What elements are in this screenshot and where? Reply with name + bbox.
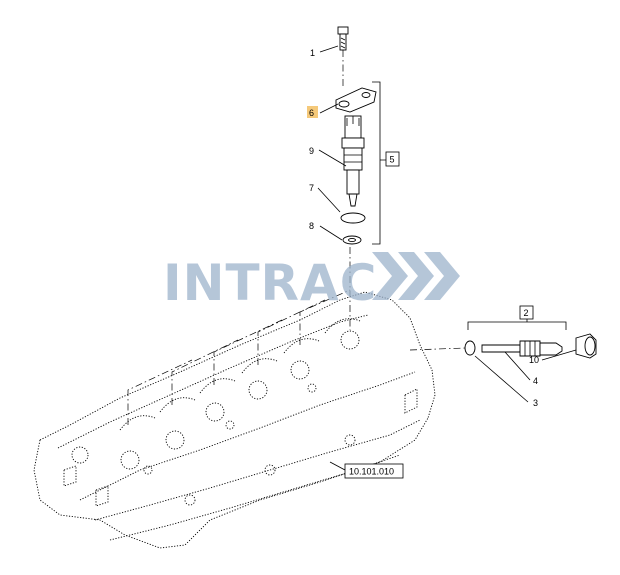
callout-3: 3 — [533, 398, 538, 408]
connector-assembly — [464, 333, 597, 359]
o-ring-part — [340, 212, 366, 224]
svg-text:10.101.010: 10.101.010 — [349, 467, 394, 477]
watermark-text: INTRAC — [163, 254, 377, 312]
callout-9: 9 — [309, 146, 314, 156]
seal-ring-part — [464, 340, 476, 356]
chevron-logo-icon — [372, 252, 460, 300]
group-label-5: 5 — [385, 151, 400, 167]
connector-tube-part — [481, 340, 563, 357]
svg-text:5: 5 — [390, 155, 395, 165]
callout-7: 7 — [309, 183, 314, 193]
injector-part — [341, 115, 365, 207]
callout-1: 1 — [310, 48, 315, 58]
clamp-part — [335, 87, 377, 113]
group-bracket-5 — [372, 81, 386, 245]
bolt-part — [337, 26, 349, 51]
fitting-nut-part — [575, 333, 597, 359]
callout-8: 8 — [309, 221, 314, 231]
callout-labels: 1 6 9 7 8 10 4 3 — [307, 48, 539, 408]
highlight-box — [307, 106, 318, 118]
svg-text:2: 2 — [524, 308, 529, 318]
reference-label: 10.101.010 — [344, 463, 404, 479]
group-bracket-2 — [467, 318, 567, 330]
leader-lines — [317, 45, 577, 471]
cylinder-head-drawing — [33, 291, 436, 549]
callout-10: 10 — [529, 355, 539, 365]
center-lines — [127, 247, 466, 425]
group-label-2: 2 — [519, 305, 534, 320]
watermark: INTRAC — [163, 252, 460, 312]
callout-6: 6 — [309, 108, 314, 118]
injector-assembly — [335, 26, 377, 245]
washer-part — [342, 235, 362, 245]
callout-4: 4 — [533, 376, 538, 386]
